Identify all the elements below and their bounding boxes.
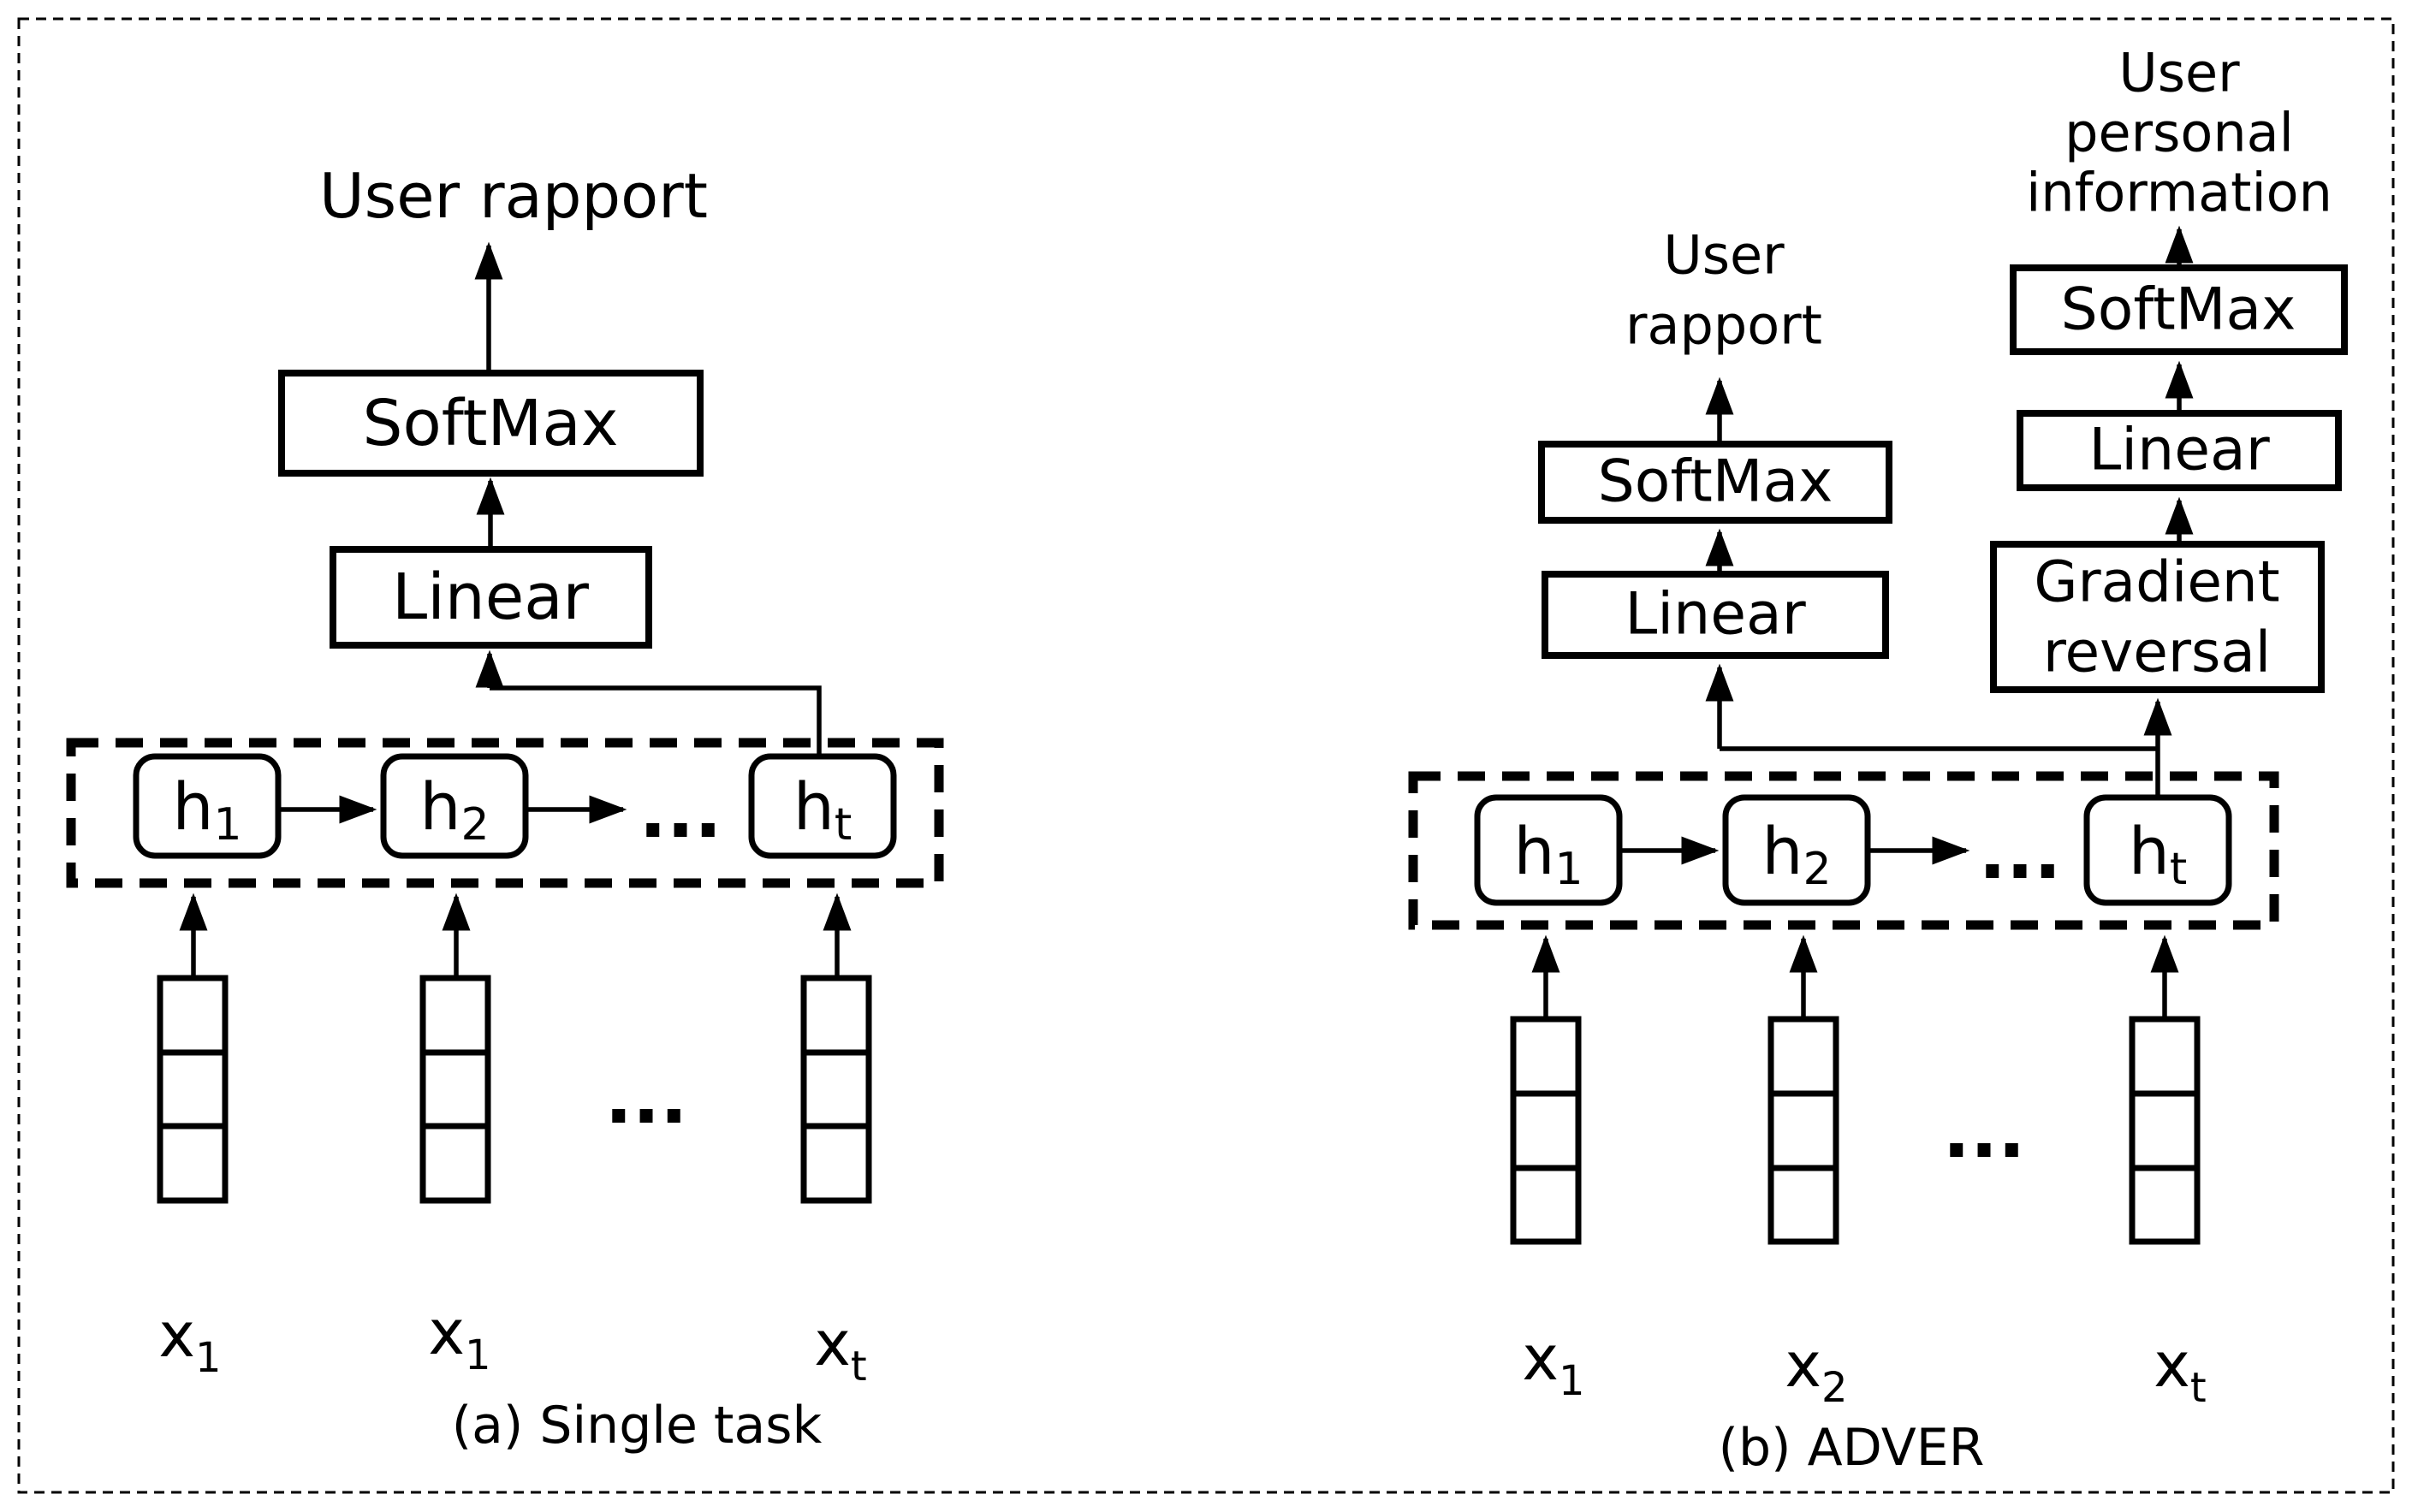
hidden-node-h1-label-b: h1 [1513,813,1583,896]
rapport-linear-label-b: Linear [1625,581,1805,649]
x2-sub-b: 2 [1821,1364,1848,1412]
gradient-reversal-box-b [1990,541,2325,693]
personal-label-line1: User [2118,42,2240,104]
rapport-softmax-box-b [1538,441,1892,524]
h2-sub-b: 2 [1803,844,1832,895]
input-vector-1-frame-b [1510,1016,1582,1245]
x1-base-a: x [158,1299,195,1371]
ht-sub-a: t [835,799,852,851]
personal-linear-label-b: Linear [2088,417,2269,484]
input-vector-3-frame-b [2129,1016,2201,1245]
hidden-node-ht-b [2083,794,2232,906]
input-vector-2-frame-b [1767,1016,1839,1245]
hidden-node-h2-label-a: h2 [419,768,489,851]
personal-output-label-b: User personal information [2026,42,2332,224]
panel-b-adver: User personal information SoftMax Linear… [1408,42,2348,1478]
h1-sub-b: 1 [1555,844,1583,895]
h1-base-a: h [172,768,213,845]
input-vector-3-frame-a [800,975,872,1204]
x3-sub-b: t [2190,1364,2207,1412]
rapport-softmax-label-b: SoftMax [1598,448,1833,516]
input-vector-1-frame-a [157,975,229,1204]
input-vector-3-a [800,975,872,1204]
rnn-dashed-box-a [66,738,944,888]
hidden-node-h2-a [380,753,529,859]
input-label-3-a: xt [814,1307,866,1390]
x3-base-b: x [2154,1329,2190,1401]
hidden-ellipsis-b: ... [1979,811,2062,896]
h2-sub-a: 2 [461,799,490,851]
x3-sub-a: t [851,1343,867,1390]
gradient-reversal-label-line2: reversal [2043,620,2271,685]
personal-linear-box-b [2017,410,2342,491]
elbow-wire-ht-branch-b [1720,746,2160,798]
elbow-wire-ht-to-linear-a [490,685,822,756]
input-vector-2-frame-a [419,975,491,1204]
x2-base-a: x [428,1296,465,1368]
hidden-node-ht-label-b: ht [2129,813,2188,896]
softmax-label-a: SoftMax [363,387,619,460]
caption-panel-a: (a) Single task [452,1396,823,1456]
ht-sub-b: t [2170,844,2187,895]
rapport-output-label-b: User rapport [1625,224,1822,357]
ht-base-a: h [793,768,835,845]
input-label-3-b: xt [2154,1329,2206,1412]
input-ellipsis-a: ... [605,1056,688,1141]
input-vector-3-b [2129,1016,2201,1245]
input-label-2-b: x2 [1785,1329,1847,1412]
h2-base-b: h [1761,813,1803,889]
hidden-node-h2-label-b: h2 [1761,813,1831,896]
caption-panel-b: (b) ADVER [1719,1418,1985,1478]
input-vector-2-b [1767,1016,1839,1245]
h1-base-b: h [1513,813,1554,889]
gradient-reversal-label-line1: Gradient [2034,549,2279,615]
softmax-box-a [278,370,704,477]
hidden-ellipsis-a: ... [639,770,722,855]
x1-sub-a: 1 [195,1334,222,1382]
linear-label-a: Linear [392,560,590,634]
x2-sub-a: 1 [465,1331,491,1379]
figure-border [17,17,2395,1494]
h1-sub-a: 1 [214,799,242,851]
hidden-node-h1-label-a: h1 [172,768,241,851]
input-label-2-a: x1 [428,1296,490,1379]
output-label-user-rapport-a: User rapport [319,160,708,232]
linear-box-a [330,546,652,649]
x1-base-b: x [1522,1322,1559,1394]
rapport-label-line1: User [1663,224,1785,287]
personal-label-line2: personal [2064,102,2294,164]
input-label-1-b: x1 [1522,1322,1584,1405]
x3-base-a: x [814,1307,851,1379]
input-vector-1-b [1510,1016,1582,1245]
personal-softmax-box-b [2010,264,2348,355]
input-ellipsis-b: ... [1943,1090,2026,1175]
personal-softmax-label-b: SoftMax [2061,276,2296,344]
rnn-dashed-box-b [1408,771,2279,930]
x1-sub-b: 1 [1559,1357,1585,1405]
rapport-label-line2: rapport [1625,294,1822,357]
ht-base-b: h [2129,813,2170,889]
input-vector-2-a [419,975,491,1204]
hidden-node-ht-label-a: ht [793,768,853,851]
hidden-node-h1-a [133,753,282,859]
x2-base-b: x [1785,1329,1821,1401]
personal-label-line3: information [2026,162,2332,224]
panel-a-single-task: User rapport SoftMax Linear h1 h2 ... ht [66,160,944,1456]
input-label-1-a: x1 [158,1299,221,1382]
hidden-node-ht-a [748,753,897,859]
rapport-linear-box-b [1542,571,1889,659]
input-vector-1-a [157,975,229,1204]
h2-base-a: h [419,768,460,845]
